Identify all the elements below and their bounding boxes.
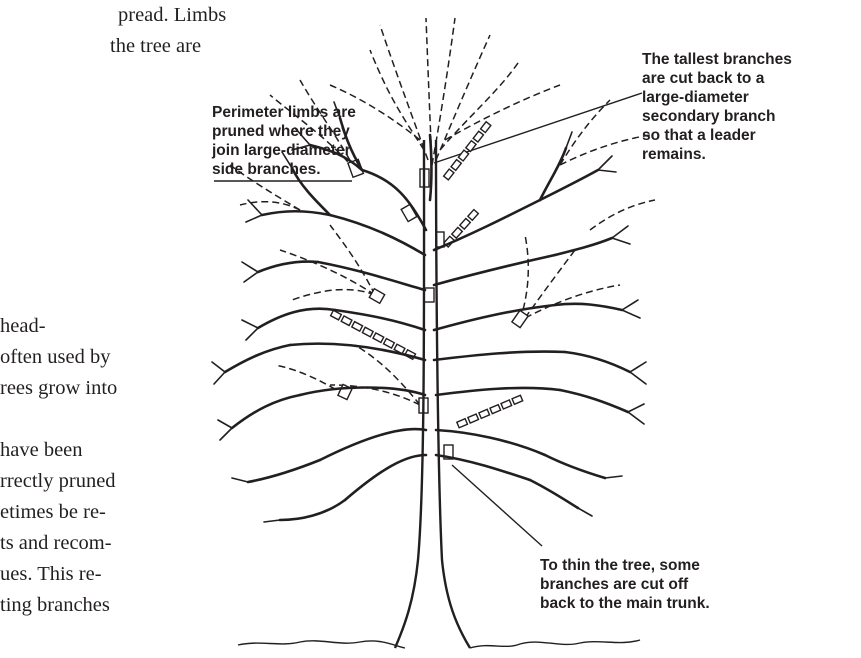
callout-line: branches are cut off (540, 575, 710, 594)
callout-line: Perimeter limbs are (212, 103, 356, 122)
callout-line: back to the main trunk. (540, 594, 710, 613)
ground-line (238, 640, 640, 648)
cut-chain-upper (444, 122, 491, 180)
cut-mark (369, 289, 384, 304)
callout-line: secondary branch (642, 107, 792, 126)
cut-chain-right-lower (457, 395, 523, 427)
callout-line: join large-diameter (212, 141, 356, 160)
cut-mark (401, 204, 417, 221)
callout-line: pruned where they (212, 122, 356, 141)
callout-line: The tallest branches (642, 50, 792, 69)
callout-line: large-diameter (642, 88, 792, 107)
callout-thin-tree: To thin the tree, some branches are cut … (540, 556, 710, 613)
callout-perimeter-limbs: Perimeter limbs are pruned where they jo… (212, 103, 356, 179)
callout-line: are cut back to a (642, 69, 792, 88)
cut-chain-middle (444, 210, 479, 247)
callout-line: so that a leader (642, 126, 792, 145)
callout-line: side branches. (212, 160, 356, 179)
callout-line: remains. (642, 145, 792, 164)
callout-tallest-branches: The tallest branches are cut back to a l… (642, 50, 792, 164)
leader-line-thin (452, 465, 542, 546)
cut-mark (512, 310, 528, 327)
callout-line: To thin the tree, some (540, 556, 710, 575)
